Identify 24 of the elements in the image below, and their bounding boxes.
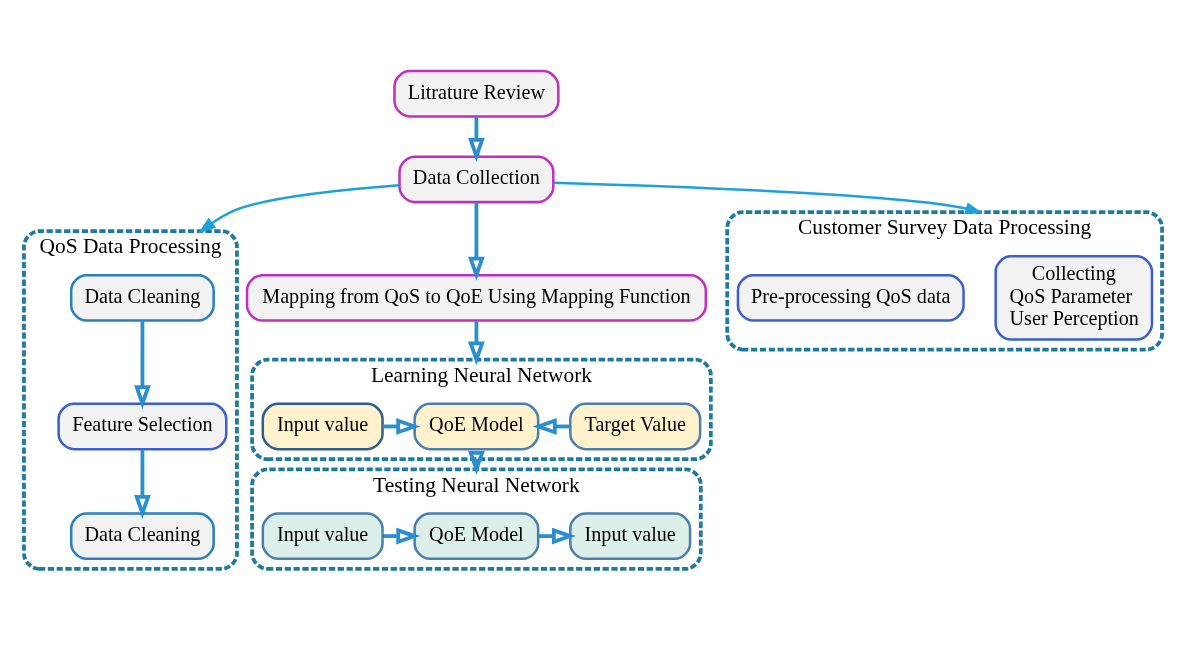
arrow xyxy=(134,449,151,519)
arrow xyxy=(468,321,485,366)
node-box: Data Collection xyxy=(398,155,555,204)
node-box: Input value xyxy=(261,512,384,561)
node-box: Litrature Review xyxy=(393,69,560,118)
node-box: Mapping from QoS to QoE Using Mapping Function xyxy=(245,273,708,322)
node-box: Feature Selection xyxy=(57,402,228,451)
node-box: QoE Model xyxy=(413,512,540,561)
arrow xyxy=(468,116,485,162)
node-box: Pre-processing QoS data xyxy=(736,273,965,322)
node-box: Target Value xyxy=(569,402,702,451)
arrow xyxy=(468,202,485,281)
node-box: QoE Model xyxy=(413,402,540,451)
arrow xyxy=(382,527,421,545)
node-box: Input value xyxy=(261,402,384,451)
arrow xyxy=(553,181,983,215)
arrow xyxy=(468,451,485,476)
arrow xyxy=(198,184,400,234)
node-box: Data Cleaning xyxy=(69,512,215,561)
arrow xyxy=(538,527,576,545)
node-box: Data Cleaning xyxy=(69,273,215,322)
node-box: Collecting QoS Parameter User Perception xyxy=(994,255,1154,341)
arrow xyxy=(134,321,151,410)
node-box: Input value xyxy=(569,512,692,561)
